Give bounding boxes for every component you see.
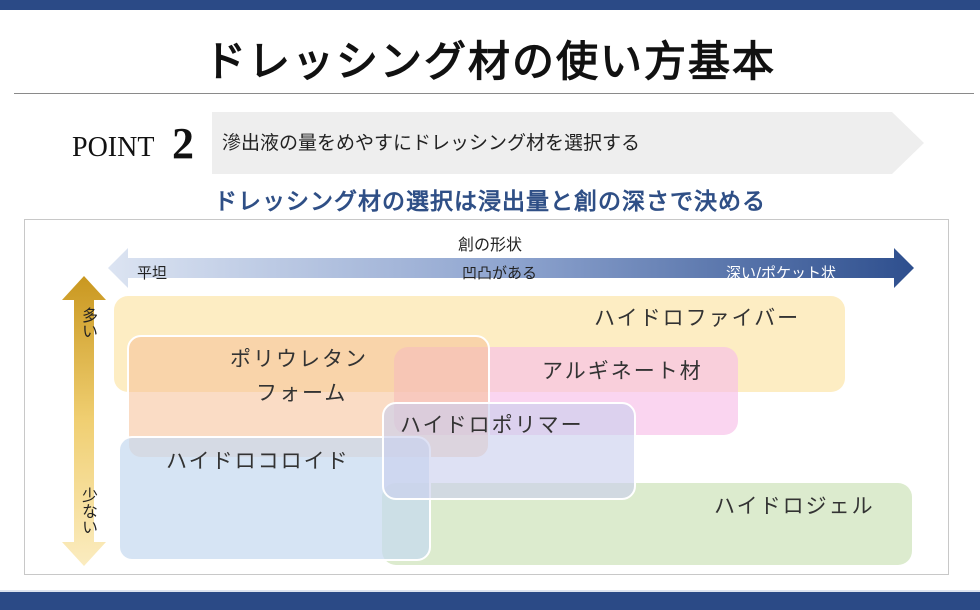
title-divider: [14, 93, 974, 94]
point-text: 滲出液の量をめやすにドレッシング材を選択する: [222, 132, 641, 154]
hydrocolloid-label: ハイドロコロイド: [166, 449, 350, 473]
x-axis-right-label: 深い/ポケット状: [726, 264, 837, 282]
diagram-frame: [24, 219, 949, 575]
x-axis-arrow: [108, 248, 914, 288]
diagram-subtitle: ドレッシング材の選択は浸出量と創の深さで決める: [214, 188, 766, 215]
hydropolymer-region: [382, 402, 636, 500]
hydrogel-label: ハイドロジェル: [714, 494, 875, 518]
y-axis-top-label: 多い: [79, 307, 98, 339]
polyurethane-foam-label-line1: ポリウレタン: [230, 347, 368, 371]
page-title: ドレッシング材の使い方基本: [203, 37, 776, 86]
y-axis-arrow: [62, 276, 106, 566]
point-number: 2: [172, 119, 194, 168]
x-axis-left-label: 平坦: [137, 264, 168, 282]
x-axis-title: 創の形状: [457, 235, 522, 254]
hydropolymer-label: ハイドロポリマー: [400, 413, 584, 437]
y-axis-bottom-label: 少ない: [79, 487, 98, 535]
alginate-label: アルギネート材: [542, 359, 703, 383]
polyurethane-foam-label-line2: フォーム: [256, 381, 348, 405]
bottom-divider: [0, 590, 980, 592]
point-label: POINT: [72, 132, 155, 163]
point-banner-arrow: [212, 112, 924, 174]
hydrofiber-label: ハイドロファイバー: [594, 306, 801, 330]
bottom-accent-bar: [0, 592, 980, 610]
x-axis-middle-label: 凹凸がある: [462, 264, 538, 282]
top-accent-bar: [0, 0, 980, 10]
